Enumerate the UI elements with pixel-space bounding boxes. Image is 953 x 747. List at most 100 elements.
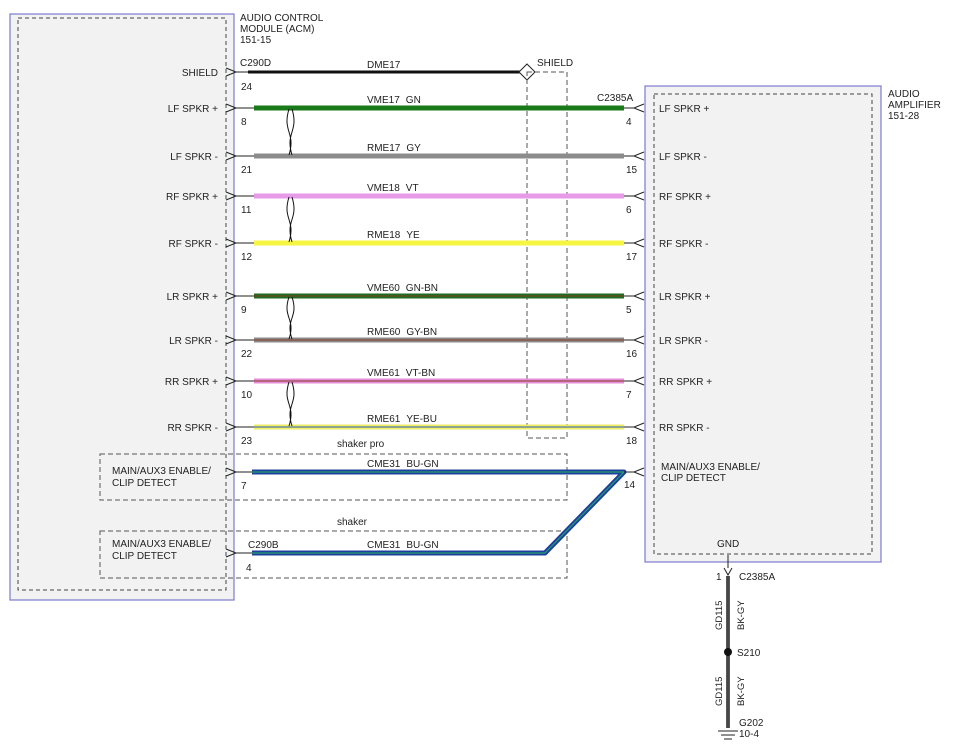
shield-outline [526,71,568,439]
ground-wire-top: GD115 [714,601,725,630]
shaker-label: shaker [337,517,368,528]
right-pin-label: LF SPKR - [659,152,707,163]
shield-right-label: SHIELD [537,58,573,69]
right-pin-label: RR SPKR + [659,377,712,388]
left-pin-number: 23 [241,436,253,447]
left-pin-label: LR SPKR + [167,292,219,303]
twist-mark-icon [289,296,295,340]
left-pin-label: LF SPKR - [170,152,218,163]
acm-title-2: MODULE (ACM) [240,24,314,35]
ground-color-top: BK-GY [736,600,747,630]
right-pin-number: 16 [626,349,638,360]
enable-amp-label-1: MAIN/AUX3 ENABLE/ [661,462,760,473]
twist-mark-icon [289,108,295,156]
right-pin-number: 7 [626,390,632,401]
twist-mark-icon [289,196,295,243]
right-arrow-icon [632,335,645,345]
enable-right-arrow-icon [632,467,645,477]
right-pin-number: 17 [626,252,638,263]
enable-label-2a: MAIN/AUX3 ENABLE/ [112,539,211,550]
right-pin-label: LF SPKR + [659,104,709,115]
shaker-pro-box [99,453,568,501]
twist-mark-icon [286,196,292,243]
amp-module-inner [653,93,873,555]
left-pin-label: RR SPKR + [165,377,218,388]
right-pin-number: 5 [626,305,632,316]
right-arrow-icon [632,238,645,248]
right-arrow-icon [632,422,645,432]
acm-ref: 151-15 [240,35,272,46]
right-pin-number: 18 [626,436,638,447]
right-pin-label: LR SPKR - [659,336,708,347]
right-pin-number: 6 [626,205,632,216]
enable-wire-stripe [252,471,625,554]
enable-amp-pin: 14 [624,480,636,491]
acm-connector-bottom: C290B [248,540,279,551]
left-pin-number: 10 [241,390,253,401]
enable-label-2b: CLIP DETECT [112,551,177,562]
right-pin-label: RR SPKR - [659,423,710,434]
splice-dot-icon [724,648,732,656]
ground-pin: 1 [716,572,722,583]
shaker-box [99,530,568,579]
enable-amp-label-2: CLIP DETECT [661,473,726,484]
left-pin-label: RF SPKR - [169,239,218,250]
right-arrow-icon [632,103,645,113]
ground-connector: C2385A [739,572,775,583]
amp-gnd-label: GND [717,539,739,550]
acm-module-inner [17,17,227,591]
ground-point: G202 [739,718,764,729]
left-pin-number: 22 [241,349,253,360]
left-pin-label: RF SPKR + [166,192,218,203]
left-pin-number: 11 [241,205,252,216]
right-pin-number: 15 [626,165,638,176]
enable-label-1a: MAIN/AUX3 ENABLE/ [112,466,211,477]
left-pin-label: LF SPKR + [168,104,218,115]
shaker-pro-label: shaker pro [337,439,385,450]
amp-connector: C2385A [597,93,633,104]
right-pin-label: RF SPKR + [659,192,711,203]
right-pin-number: 4 [626,117,632,128]
amp-ref: 151-28 [888,111,920,122]
acm-module-box [9,13,235,601]
twist-mark-icon [289,381,295,427]
acm-title-1: AUDIO CONTROL [240,13,324,24]
right-arrow-icon [632,151,645,161]
left-pin-label: LR SPKR - [169,336,218,347]
right-pin-label: LR SPKR + [659,292,711,303]
amp-module-box [644,85,882,563]
acm-connector-top: C290D [240,58,271,69]
left-pin-label: RR SPKR - [167,423,218,434]
shield-left-pin: 24 [241,82,253,93]
ground-ref: 10-4 [739,729,759,740]
right-arrow-icon [632,191,645,201]
twist-mark-icon [286,108,292,156]
left-pin-number: 9 [241,305,247,316]
ground-arrow-icon [723,567,733,577]
shield-wire-label: DME17 [367,60,401,71]
shield-left-label: SHIELD [182,68,218,79]
twist-mark-icon [286,296,292,340]
ground-wire-bottom: GD115 [714,677,725,706]
enable-pin-1: 7 [241,481,247,492]
enable-label-1b: CLIP DETECT [112,478,177,489]
splice-label: S210 [737,648,761,659]
amp-title-2: AMPLIFIER [888,100,941,111]
twist-mark-icon [286,381,292,427]
ground-color-bottom: BK-GY [736,676,747,706]
amp-title-1: AUDIO [888,89,920,100]
left-pin-number: 8 [241,117,247,128]
